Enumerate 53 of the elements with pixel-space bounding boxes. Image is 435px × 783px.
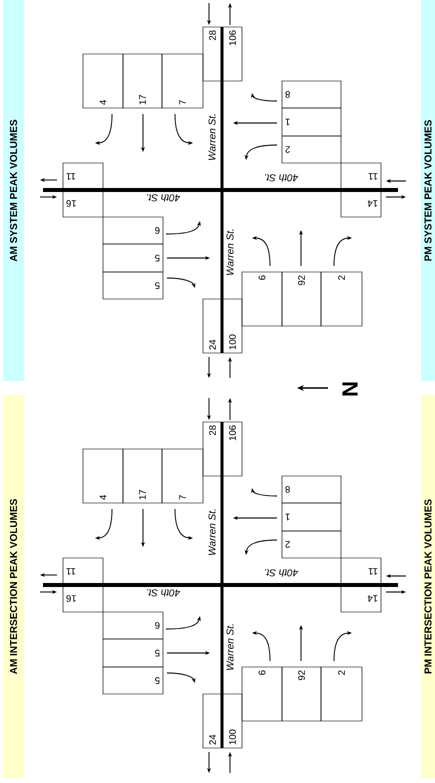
volume-cell: 4 bbox=[82, 448, 124, 504]
volume-cell: 11 bbox=[62, 558, 104, 586]
street-label: 40th St. bbox=[265, 174, 298, 182]
volume-cell: 2 bbox=[282, 530, 342, 558]
title-band: PM SYSTEM PEAK VOLUMES bbox=[421, 0, 435, 381]
volume-cell: 6 bbox=[102, 612, 164, 640]
volume-cell: 4 bbox=[82, 54, 124, 108]
volume-cell: 106 bbox=[222, 422, 242, 476]
volume-cell: 5 bbox=[102, 272, 164, 300]
volume-cell: 24 bbox=[202, 298, 222, 354]
volume-cell: 106 bbox=[222, 26, 242, 82]
volume-cell: 1 bbox=[282, 108, 342, 136]
street-label: Warren St. bbox=[208, 509, 216, 555]
street-label: 40th St. bbox=[147, 589, 180, 597]
volume-cell: 11 bbox=[62, 162, 104, 190]
volume-cell: 16 bbox=[62, 584, 104, 612]
street-label: 40th St. bbox=[147, 194, 180, 202]
volume-cell: 11 bbox=[340, 162, 382, 190]
volume-cell: 92 bbox=[282, 666, 322, 722]
north-letter: N bbox=[342, 382, 358, 396]
street-label: Warren St. bbox=[226, 624, 234, 670]
volume-cell: 8 bbox=[282, 80, 342, 108]
volume-cell: 6 bbox=[242, 666, 282, 722]
street-label: 40th St. bbox=[265, 569, 298, 577]
volume-cell: 7 bbox=[162, 448, 204, 504]
volume-cell: 6 bbox=[242, 272, 282, 326]
volume-cell: 5 bbox=[102, 638, 164, 668]
street-label: Warren St. bbox=[208, 114, 216, 160]
volume-cell: 5 bbox=[102, 666, 164, 694]
volume-cell: 2 bbox=[320, 272, 362, 326]
volume-cell: 6 bbox=[102, 216, 164, 244]
volume-cell: 17 bbox=[122, 448, 162, 504]
title-band: AM SYSTEM PEAK VOLUMES bbox=[3, 0, 24, 381]
volume-cell: 28 bbox=[202, 26, 222, 82]
volume-cell: 17 bbox=[122, 54, 162, 108]
volume-cell: 100 bbox=[222, 694, 242, 748]
street-label: Warren St. bbox=[226, 229, 234, 275]
volume-cell: 2 bbox=[320, 666, 362, 722]
title-band: PM INTERSECTION PEAK VOLUMES bbox=[421, 395, 435, 778]
volume-cell: 11 bbox=[340, 558, 382, 586]
volume-cell: 16 bbox=[62, 190, 104, 218]
volume-cell: 7 bbox=[162, 54, 204, 108]
volume-cell: 24 bbox=[202, 694, 222, 748]
volume-cell: 14 bbox=[340, 190, 382, 218]
volume-cell: 1 bbox=[282, 502, 342, 532]
volume-cell: 100 bbox=[222, 298, 242, 354]
volume-cell: 28 bbox=[202, 422, 222, 476]
volume-cell: 14 bbox=[340, 584, 382, 612]
volume-cell: 5 bbox=[102, 244, 164, 272]
volume-cell: 92 bbox=[282, 272, 322, 326]
volume-cell: 8 bbox=[282, 476, 342, 504]
volume-cell: 2 bbox=[282, 136, 342, 164]
title-band: AM INTERSECTION PEAK VOLUMES bbox=[3, 395, 24, 778]
